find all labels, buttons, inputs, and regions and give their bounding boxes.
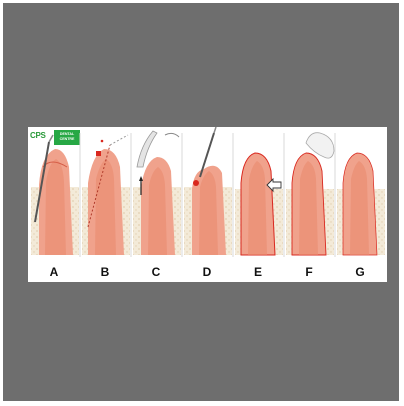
- panel-label-c: C: [131, 265, 181, 279]
- periodontal-procedure-figure: CPS DENTAL CENTRE: [28, 127, 387, 282]
- panel-label-f: F: [284, 265, 334, 279]
- panel-f-drawing: [286, 133, 334, 255]
- panel-b-drawing: [82, 135, 130, 255]
- panel-a-drawing: [31, 135, 79, 255]
- panel-label-b: B: [80, 265, 130, 279]
- panel-label-e: E: [233, 265, 283, 279]
- panel-d-drawing: [184, 127, 232, 255]
- panel-e-drawing: [235, 153, 283, 255]
- image-frame: CPS DENTAL CENTRE: [3, 3, 399, 401]
- panel-g-drawing: [337, 153, 385, 255]
- panel-label-a: A: [29, 265, 79, 279]
- panels-illustration: [28, 127, 387, 282]
- panel-label-d: D: [182, 265, 232, 279]
- panel-c-drawing: [133, 131, 181, 255]
- panel-label-g: G: [335, 265, 385, 279]
